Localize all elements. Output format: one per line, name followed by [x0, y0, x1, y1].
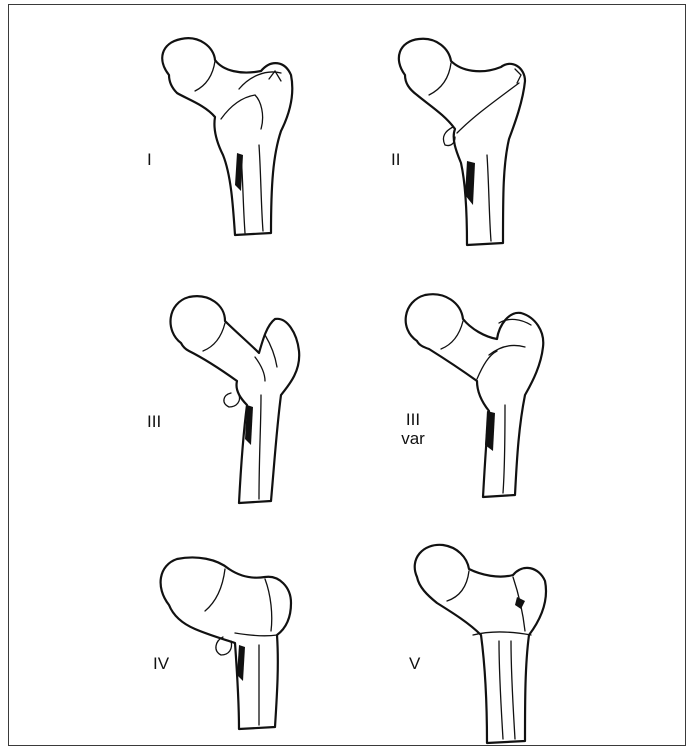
panel-type-ii: II: [349, 5, 687, 255]
panel-type-i: I: [9, 5, 349, 255]
figure-frame: I II III: [8, 4, 686, 746]
panel-type-v: V: [349, 505, 687, 747]
femur-drawing-ii: [349, 5, 687, 255]
panel-type-iii: III: [9, 255, 349, 505]
femur-drawing-iv: [9, 505, 349, 747]
femur-drawing-iii-var: [349, 255, 687, 505]
femur-drawing-i: [9, 5, 349, 255]
panel-type-iii-var: III var: [349, 255, 687, 505]
panel-type-iv: IV: [9, 505, 349, 747]
femur-drawing-v: [349, 505, 687, 747]
femur-drawing-iii: [9, 255, 349, 505]
